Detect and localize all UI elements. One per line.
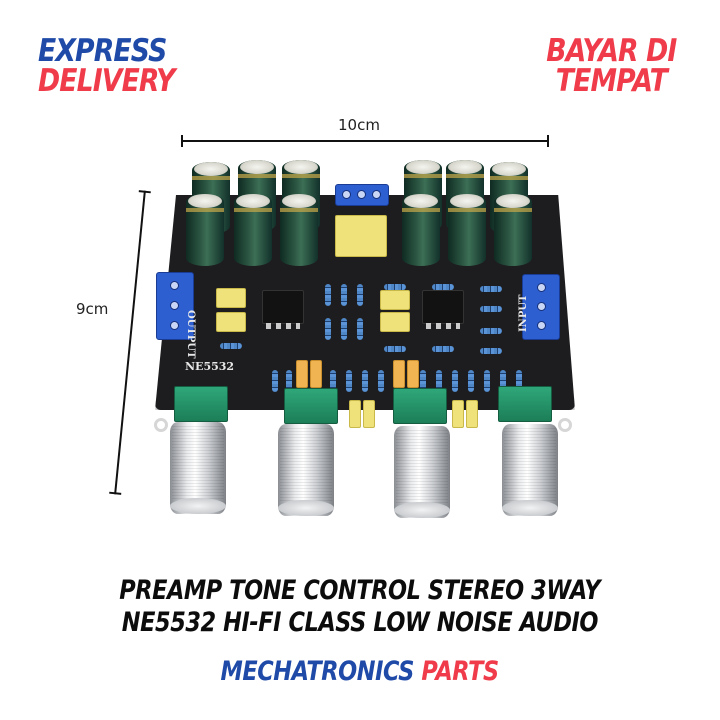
resistor (378, 370, 384, 392)
resistor (480, 286, 502, 292)
resistor (468, 370, 474, 392)
capacitor (494, 194, 532, 266)
op-amp-chip (422, 290, 464, 329)
film-capacitor (452, 400, 464, 428)
resistor (272, 370, 278, 392)
brand-logo: MECHATRONICS PARTS (0, 656, 720, 687)
film-capacitor (349, 400, 361, 428)
input-silkscreen-label: INPUT (518, 294, 529, 333)
resistor (452, 370, 458, 392)
capacitor (280, 194, 318, 266)
badge-express-text: EXPRESS (38, 33, 167, 69)
potentiometer (284, 388, 338, 424)
resistor (432, 284, 454, 290)
resistor (432, 346, 454, 352)
potentiometer (393, 388, 447, 424)
mounting-hole (558, 418, 572, 432)
film-capacitor (393, 360, 405, 388)
power-terminal-block (335, 184, 389, 206)
film-capacitor (310, 360, 322, 388)
resistor (341, 318, 347, 340)
film-capacitor (296, 360, 308, 388)
film-capacitor (335, 215, 387, 257)
resistor (357, 284, 363, 306)
resistor (480, 328, 502, 334)
height-dimension-line (114, 190, 146, 495)
film-capacitor (466, 400, 478, 428)
film-capacitor (380, 290, 410, 310)
badge-bayar-di-text: BAYAR DI (545, 33, 677, 69)
potentiometer (174, 386, 228, 422)
resistor (484, 370, 490, 392)
cod-badge: BAYAR DI TEMPAT (545, 33, 677, 99)
brand-mechatronics: MECHATRONICS (220, 656, 415, 687)
resistor (220, 343, 242, 349)
volume-knob (170, 422, 226, 514)
bass-knob (278, 424, 334, 516)
brand-parts: PARTS (421, 656, 500, 687)
film-capacitor (363, 400, 375, 428)
film-capacitor (380, 312, 410, 332)
resistor (436, 370, 442, 392)
width-dimension-label: 10cm (338, 116, 380, 134)
height-dimension-label: 9cm (76, 300, 109, 318)
resistor (330, 370, 336, 392)
film-capacitor (216, 312, 246, 332)
capacitor (186, 194, 224, 266)
resistor (357, 318, 363, 340)
resistor (384, 346, 406, 352)
resistor (362, 370, 368, 392)
film-capacitor (216, 288, 246, 308)
resistor (516, 370, 522, 392)
badge-delivery-text: DELIVERY (38, 63, 175, 99)
resistor (500, 370, 506, 392)
resistor (286, 370, 292, 392)
treble-knob (502, 424, 558, 516)
middle-knob (394, 426, 450, 518)
resistor (480, 348, 502, 354)
op-amp-chip (262, 290, 304, 329)
input-terminal-block (522, 274, 560, 340)
express-delivery-badge: EXPRESS DELIVERY (38, 33, 175, 99)
capacitor (402, 194, 440, 266)
resistor (325, 318, 331, 340)
product-photo-pcb: OUTPUT INPUT NE5532 (150, 160, 580, 540)
product-title-line2: NE5532 HI-FI CLASS LOW NOISE AUDIO (121, 607, 599, 638)
ne5532-silkscreen-label: NE5532 (185, 360, 235, 373)
output-terminal-block (156, 272, 194, 340)
resistor (346, 370, 352, 392)
mounting-hole (154, 418, 168, 432)
resistor (341, 284, 347, 306)
width-dimension-line (181, 135, 549, 147)
capacitor (234, 194, 272, 266)
resistor (480, 306, 502, 312)
capacitor (448, 194, 486, 266)
resistor (420, 370, 426, 392)
potentiometer (498, 386, 552, 422)
resistor (325, 284, 331, 306)
product-title-line1: PREAMP TONE CONTROL STEREO 3WAY (119, 575, 601, 606)
badge-tempat-text: TEMPAT (555, 63, 667, 99)
output-silkscreen-label: OUTPUT (185, 310, 196, 359)
film-capacitor (407, 360, 419, 388)
resistor (384, 284, 406, 290)
